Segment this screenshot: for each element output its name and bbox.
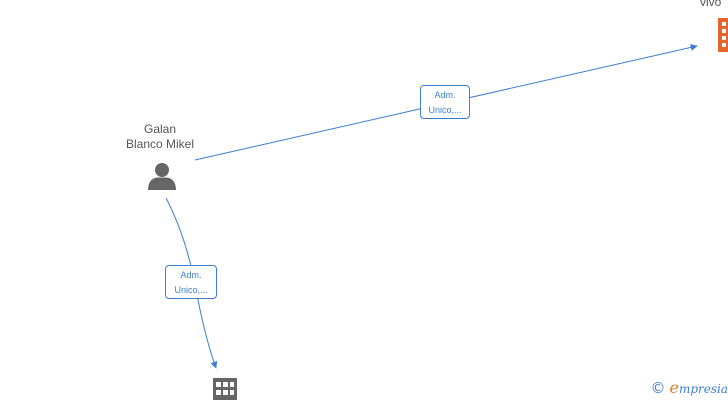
copyright-symbol: ©: [650, 379, 666, 397]
edge-person-to-bottom-company: [165, 197, 218, 369]
brand-initial: e: [669, 378, 679, 397]
building-icon[interactable]: [716, 18, 728, 52]
building-icon[interactable]: [213, 378, 237, 400]
person-name-label: Galan Blanco Mikel: [125, 122, 195, 151]
empresia-watermark: ©empresia: [650, 378, 728, 397]
edge-label-admin-top[interactable]: Adm. Unico,...: [420, 85, 470, 119]
company-top-label: vivo: [700, 0, 722, 9]
brand-name: mpresia: [678, 382, 728, 396]
person-icon[interactable]: [147, 162, 177, 190]
edge-label-admin-bottom[interactable]: Adm. Unico,...: [165, 265, 217, 299]
